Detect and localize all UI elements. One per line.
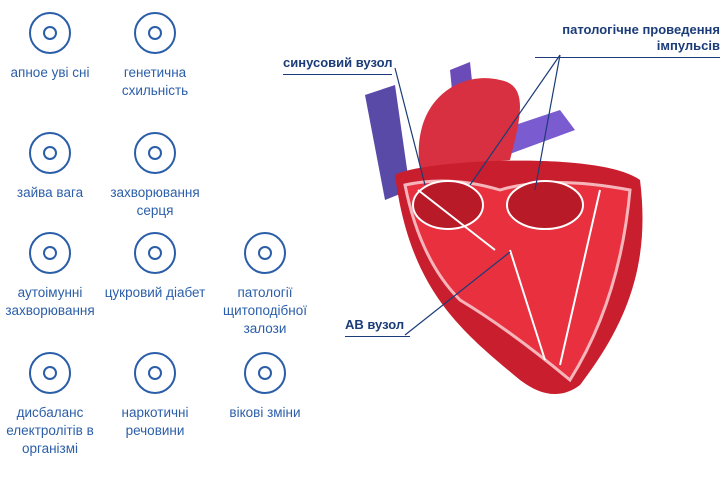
risk-factor-item: цукровий діабет	[100, 228, 210, 302]
heart-diagram	[365, 54, 643, 395]
pathologic-conduction-label: патологічне проведення імпульсів	[535, 22, 720, 58]
risk-factor-item: вікові зміни	[210, 348, 320, 422]
scale-icon	[29, 132, 71, 174]
risk-factor-label: дисбаланс електролітів в організмі	[6, 405, 94, 456]
thyroid-magnifier-icon	[244, 232, 286, 274]
risk-factor-item: дисбаланс електролітів в організмі	[0, 348, 105, 458]
risk-factor-item: наркотичні речовини	[100, 348, 210, 440]
risk-factor-label: цукровий діабет	[104, 285, 206, 300]
dna-icon	[134, 12, 176, 54]
heart-outline-icon	[134, 132, 176, 174]
risk-factor-label: вікові зміни	[229, 405, 301, 420]
aorta	[418, 78, 520, 170]
risk-factor-item: захворювання серця	[100, 128, 210, 220]
sinus-node-label: синусовий вузол	[283, 55, 393, 75]
risk-factor-item: генетична схильність	[100, 8, 210, 100]
risk-factor-label: зайва вага	[16, 185, 84, 200]
risk-factor-item: аутоімунні захворювання	[0, 228, 105, 320]
risk-factor-label: аутоімунні захворювання	[5, 285, 95, 318]
risk-factor-label: генетична схильність	[121, 65, 189, 98]
pills-bag-icon	[134, 352, 176, 394]
risk-factor-label: захворювання серця	[110, 185, 200, 218]
risk-factor-item: апное уві сні	[0, 8, 105, 82]
virus-icon	[29, 232, 71, 274]
risk-factor-label: наркотичні речовини	[121, 405, 189, 438]
vena-cava	[365, 85, 410, 200]
risk-factor-label: патології щитоподібної залози	[222, 285, 308, 336]
risk-factor-label: апное уві сні	[10, 65, 90, 80]
finger-prick-icon	[134, 232, 176, 274]
risk-factor-item: зайва вага	[0, 128, 105, 202]
risk-factor-item: патології щитоподібної залози	[210, 228, 320, 338]
sleep-apnea-icon	[29, 12, 71, 54]
clock-icon	[244, 352, 286, 394]
cells-icon	[29, 352, 71, 394]
av-node-label: АВ вузол	[345, 317, 410, 337]
